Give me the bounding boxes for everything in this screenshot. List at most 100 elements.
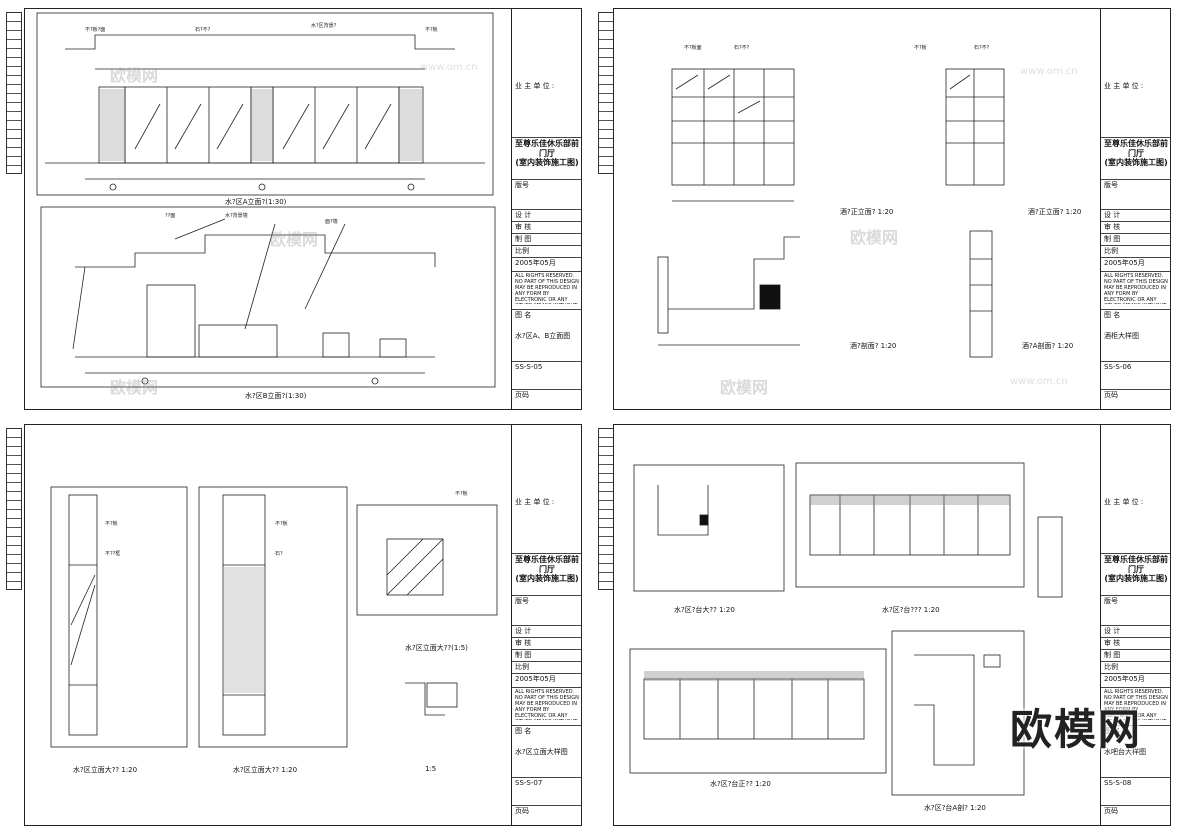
scale-label: 比例 [512,661,581,673]
check-label: 审 核 [1101,221,1170,233]
revision-label: 版号 [512,179,581,191]
svg-text:不?板: 不?板 [275,520,288,527]
drawing-number: SS-S-05 [512,361,581,373]
drawing-caption: 水?区?台??? 1:20 [882,606,940,614]
watermark-url: www.om.cn [1020,66,1078,77]
drawn-label: 制 图 [1101,649,1170,661]
drawing-name: 水?区立面大样图 [515,748,568,756]
watermark-logo: 欧模网 [110,378,159,397]
watermark-url: www.om.cn [1010,376,1068,387]
svg-text:不?板: 不?板 [105,520,118,527]
svg-text:石?不?: 石?不? [974,45,990,51]
scale-label: 比例 [1101,245,1170,257]
drawing-sheet-2: 不?板面石?不? 不?板石?不? 酒?正立面? 1:20 酒?正立面? 1:20… [613,8,1171,410]
project-subtitle: (室内装饰施工图) [1104,574,1168,583]
drawing-name: 水?区A、B立面图 [515,332,571,340]
design-label: 设 计 [1101,209,1170,221]
cabinet-drawings: 不?板面石?不? 不?板石?不? [657,44,1005,358]
drawing-caption: 酒?剖面? 1:20 [850,342,897,350]
drawn-label: 制 图 [1101,233,1170,245]
watermark-logo: 欧模网 [110,66,159,85]
project-title: 至尊乐佳休乐部前门厅 [1101,137,1170,160]
watermark-logo: 欧模网 [850,228,899,247]
watermark-logo: 欧模网 [270,230,319,249]
svg-text:不?板?面: 不?板?面 [85,26,105,33]
company-label: 业 主 单 位 : [1104,82,1144,90]
svg-text:不?板: 不?板 [455,490,468,497]
page-label: 页码 [512,389,581,401]
revision-label: 版号 [1101,595,1170,607]
project-subtitle: (室内装饰施工图) [1104,158,1168,167]
page-label: 页码 [1101,389,1170,401]
watermark-url: www.om.cn [420,62,478,73]
revision-label: 版号 [512,595,581,607]
date-value: 2005年05月 [512,673,581,685]
revision-label: 版号 [1101,179,1170,191]
drawing-caption: 酒?正立面? 1:20 [1028,208,1082,216]
date-value: 2005年05月 [1101,257,1170,269]
sheet-ruler [6,12,22,174]
date-value: 2005年05月 [512,257,581,269]
sheet-ruler [598,428,614,590]
drawing-number: SS-S-08 [1101,777,1170,789]
drawing-name-label: 图 名 [1101,309,1170,321]
drawn-label: 制 图 [512,233,581,245]
svg-text:石?不?: 石?不? [734,45,750,51]
scale-label: 比例 [512,245,581,257]
page-label: 页码 [512,805,581,817]
drawing-sheet-1: 不?板?面石?不? 水?区背景?不?板 ??面水?背景墙 面?墙 水?区A立面?… [24,8,582,410]
rights-note: ALL RIGHTS RESERVED. NO PART OF THIS DES… [1101,271,1170,304]
title-block: 业 主 单 位 : 至尊乐佳休乐部前门厅 (室内装饰施工图) 版号 设 计 审 … [1100,425,1170,825]
rights-note: ALL RIGHTS RESERVED. NO PART OF THIS DES… [1101,687,1170,720]
check-label: 审 核 [1101,637,1170,649]
svg-text:石?: 石? [275,551,283,557]
detail-drawings: 不?板不??框 不?板石? 不?板 [50,486,498,748]
company-label: 业 主 单 位 : [515,82,555,90]
drawing-name-label: 图 名 [1101,725,1170,737]
company-label: 业 主 单 位 : [515,498,555,506]
page-label: 页码 [1101,805,1170,817]
drawing-name: 水吧台大样图 [1104,748,1146,756]
drawing-sheet-4: 水?区?台大?? 1:20 水?区?台??? 1:20 水?区?台正?? 1:2… [613,424,1171,826]
title-block: 业 主 单 位 : 至尊乐佳休乐部前门厅 (室内装饰施工图) 版号 设 计 审 … [511,9,581,409]
project-subtitle: (室内装饰施工图) [515,574,579,583]
design-label: 设 计 [512,625,581,637]
title-block: 业 主 单 位 : 至尊乐佳休乐部前门厅 (室内装饰施工图) 版号 设 计 审 … [1100,9,1170,409]
project-subtitle: (室内装饰施工图) [515,158,579,167]
drawing-caption: 水?区B立面?(1:30) [245,392,307,400]
bar-counter-drawings [629,462,1063,796]
svg-text:不??框: 不??框 [105,550,120,557]
rights-note: ALL RIGHTS RESERVED. NO PART OF THIS DES… [512,687,581,720]
svg-text:面?墙: 面?墙 [325,218,338,225]
drawing-caption: 1:5 [425,765,437,773]
drawing-caption: 水?区?台A剖? 1:20 [924,804,986,812]
drawing-caption: 水?区?台大?? 1:20 [674,606,735,614]
svg-text:不?板: 不?板 [425,26,438,33]
drawing-name-label: 图 名 [512,309,581,321]
drawing-caption: 水?区立面大??(1:5) [405,644,468,652]
sheet-ruler [598,12,614,174]
drawing-caption: 酒?A剖面? 1:20 [1022,342,1074,350]
svg-text:??面: ??面 [165,213,175,219]
drawing-sheet-3: 不?板不??框 不?板石? 不?板 水?区立面大?? 1:20 水?区立面大??… [24,424,582,826]
rights-note: ALL RIGHTS RESERVED. NO PART OF THIS DES… [512,271,581,304]
drawing-name-label: 图 名 [512,725,581,737]
scale-label: 比例 [1101,661,1170,673]
project-title: 至尊乐佳休乐部前门厅 [512,137,581,160]
svg-text:不?板面: 不?板面 [684,44,702,51]
date-value: 2005年05月 [1101,673,1170,685]
svg-text:石?不?: 石?不? [195,27,211,33]
svg-text:水?背景墙: 水?背景墙 [225,212,248,219]
brand-logo: 欧模网 [1009,705,1142,754]
check-label: 审 核 [512,637,581,649]
sheet-ruler [6,428,22,590]
drawing-caption: 水?区?台正?? 1:20 [710,780,771,788]
check-label: 审 核 [512,221,581,233]
design-label: 设 计 [1101,625,1170,637]
drawing-number: SS-S-06 [1101,361,1170,373]
svg-text:水?区背景?: 水?区背景? [311,22,337,29]
drawing-caption: 水?区立面大?? 1:20 [73,766,138,774]
project-title: 至尊乐佳休乐部前门厅 [1101,553,1170,576]
drawing-number: SS-S-07 [512,777,581,789]
elevation-drawings: 不?板?面 石?不? 水?区背景? 不?板 ??面 水?背景墙 面?墙 [36,12,496,388]
